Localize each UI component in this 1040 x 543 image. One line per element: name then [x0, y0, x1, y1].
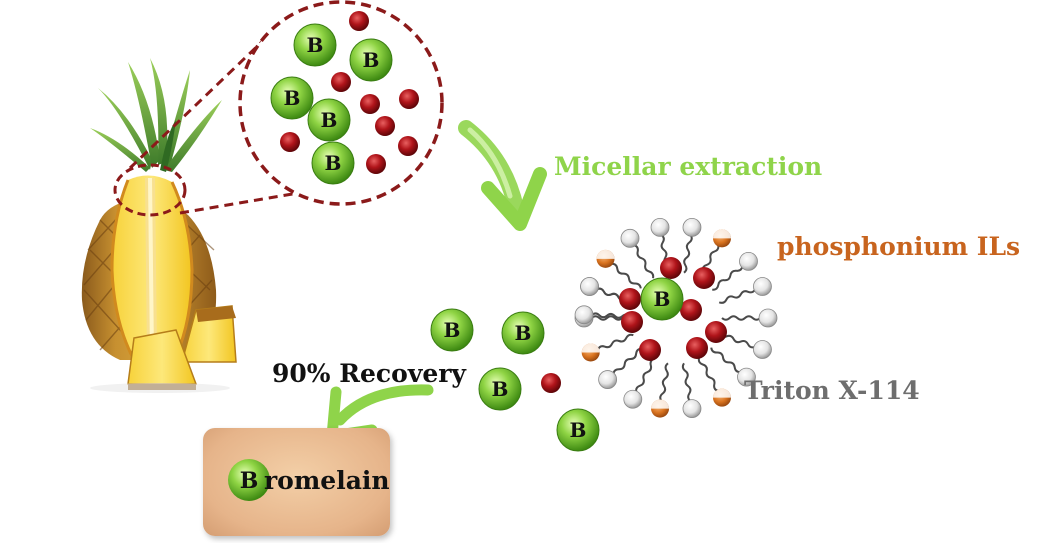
- protein-letter: B: [284, 86, 301, 110]
- protein-b: B: [349, 38, 393, 82]
- bromelain-protein-icon: B: [228, 459, 270, 501]
- phosphonium-surfactant: [698, 229, 731, 280]
- triton-surfactant: [710, 347, 756, 387]
- zoom-line-upper: [128, 34, 270, 170]
- triton-x114-label: Triton X-114: [744, 376, 920, 405]
- red-particle: [639, 339, 661, 361]
- protein-b: B: [556, 408, 600, 452]
- micellar-extraction-label: Micellar extraction: [554, 152, 823, 181]
- red-particle: [349, 11, 369, 31]
- triton-surfactant: [623, 357, 655, 409]
- red-particle: [619, 288, 641, 310]
- protein-b: B: [311, 141, 355, 185]
- protein-b: B: [430, 308, 474, 352]
- phosphonium-ils-label: phosphonium ILs: [777, 232, 1021, 261]
- protein-letter: B: [654, 287, 671, 311]
- phosphonium-surfactant: [596, 249, 642, 289]
- protein-letter: B: [307, 33, 324, 57]
- red-particle: [621, 311, 643, 333]
- red-particle: [399, 89, 419, 109]
- triton-surfactant: [620, 228, 655, 279]
- bromelain-letter: B: [240, 468, 259, 494]
- protein-b: B: [270, 76, 314, 120]
- red-particle: [280, 132, 300, 152]
- red-particle: [541, 373, 561, 393]
- micellar-arrow: [458, 120, 547, 231]
- red-particle: [693, 267, 715, 289]
- red-particle: [680, 299, 702, 321]
- recovery-label: 90% Recovery: [272, 359, 466, 388]
- protein-b: B: [501, 311, 545, 355]
- triton-surfactant: [574, 305, 631, 325]
- protein-letter: B: [515, 321, 532, 345]
- zoom-line-lower: [179, 188, 317, 215]
- red-particle: [660, 257, 682, 279]
- pineapple-illustration: [81, 58, 237, 393]
- pineapple-crown: [90, 58, 222, 172]
- triton-surfactant: [598, 347, 642, 389]
- triton-surfactant: [718, 277, 772, 304]
- red-particle: [686, 337, 708, 359]
- protein-b: B: [307, 98, 351, 142]
- protein-b: B: [293, 23, 337, 67]
- triton-surfactant: [712, 251, 758, 291]
- bromelain-label: romelain: [264, 466, 390, 495]
- protein-letter: B: [570, 418, 587, 442]
- micelle-protein-b: B: [640, 277, 684, 321]
- protein-letter: B: [444, 318, 461, 342]
- triton-surfactant: [718, 333, 772, 359]
- protein-b: B: [478, 367, 522, 411]
- phosphonium-surfactant: [651, 362, 670, 418]
- triton-surfactant: [721, 308, 778, 328]
- red-particle: [375, 116, 395, 136]
- protein-letter: B: [492, 377, 509, 401]
- red-particle: [705, 321, 727, 343]
- protein-letter: B: [321, 108, 338, 132]
- protein-letter: B: [363, 48, 380, 72]
- triton-surfactant: [682, 217, 702, 274]
- red-particle: [331, 72, 351, 92]
- red-particle: [398, 136, 418, 156]
- protein-letter: B: [325, 151, 342, 175]
- red-particle: [360, 94, 380, 114]
- phosphonium-surfactant: [581, 333, 634, 362]
- zoom-source-circle: [113, 163, 187, 217]
- triton-surfactant: [681, 362, 702, 419]
- phosphonium-surfactant: [697, 357, 731, 407]
- red-particle: [366, 154, 386, 174]
